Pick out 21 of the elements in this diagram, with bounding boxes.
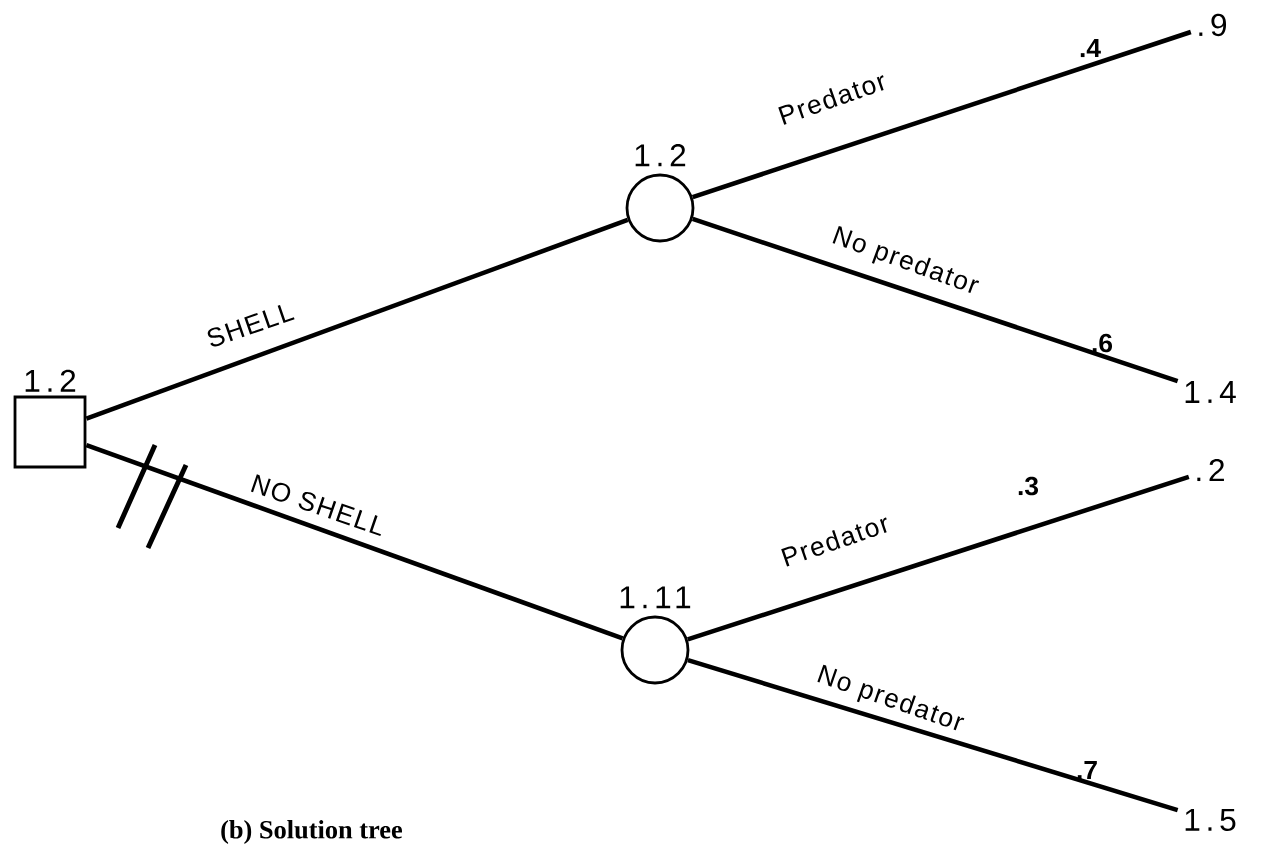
probability-label: .3: [1018, 476, 1039, 496]
caption: (b) Solution tree: [221, 820, 402, 844]
decision-square: 1.2: [13, 369, 87, 469]
node-label: 1.2: [635, 144, 686, 167]
branch-line: [691, 29, 1192, 200]
payoff-value: 1.4: [1185, 381, 1236, 403]
payoff-value: 1.5: [1185, 808, 1236, 832]
payoff-value: .9: [1199, 13, 1227, 37]
branch-label: SHELL: [207, 305, 295, 347]
probability-label: .6: [1092, 333, 1113, 353]
branch-line: [687, 657, 1179, 813]
probability-label: .7: [1077, 760, 1097, 780]
branch-line: [85, 442, 624, 641]
node-label: 1.2: [25, 369, 76, 392]
branch-line: [691, 216, 1179, 384]
branch-line: [687, 474, 1190, 642]
probability-label: .4: [1080, 38, 1101, 58]
branch-label: NO SHELL: [250, 474, 381, 537]
branch-line: [85, 217, 629, 421]
payoff-value: .2: [1197, 458, 1224, 482]
node-label: 1.11: [620, 586, 691, 609]
